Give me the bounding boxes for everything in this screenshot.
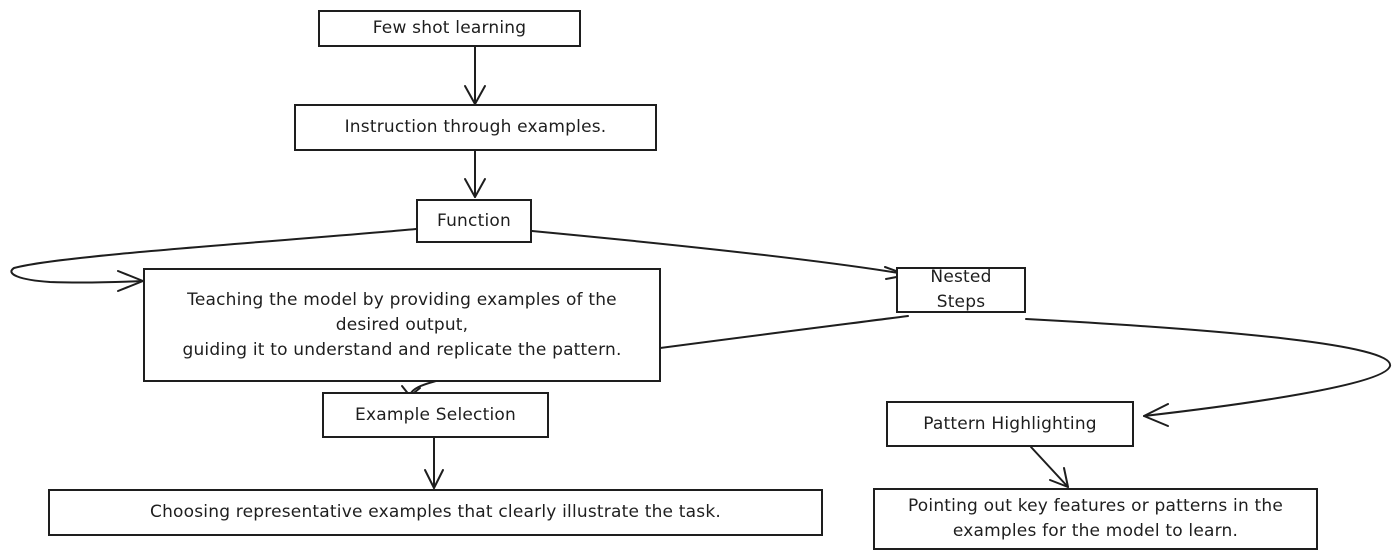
node-example-selection-label: Example Selection (355, 404, 516, 425)
node-nested-steps-label: Nested Steps (930, 267, 992, 312)
arrow-few-shot-to-instruction (464, 46, 486, 105)
node-choosing-examples-label: Choosing representative examples that cl… (150, 502, 721, 522)
node-teaching-label: Teaching the model by providing examples… (182, 289, 622, 360)
node-instruction-through-examples: Instruction through examples. (294, 104, 657, 151)
node-example-selection: Example Selection (322, 392, 549, 438)
node-pattern-highlighting-label: Pattern Highlighting (923, 413, 1097, 434)
node-pointing-out-label: Pointing out key features or patterns in… (907, 496, 1284, 541)
node-pointing-out: Pointing out key features or patterns in… (873, 488, 1318, 550)
arrow-example-selection-to-choosing (424, 437, 444, 489)
node-pattern-highlighting: Pattern Highlighting (886, 401, 1134, 447)
node-choosing-examples: Choosing representative examples that cl… (48, 489, 823, 536)
node-function: Function (416, 199, 532, 243)
node-teaching: Teaching the model by providing examples… (143, 268, 661, 382)
arrow-instruction-to-function (464, 150, 486, 198)
node-few-shot-learning-label: Few shot learning (372, 18, 527, 38)
node-instruction-through-examples-label: Instruction through examples. (344, 117, 607, 137)
node-function-label: Function (437, 210, 511, 231)
arrow-pattern-highlighting-to-pointing-out (1030, 446, 1069, 488)
node-few-shot-learning: Few shot learning (318, 10, 581, 47)
node-nested-steps: Nested Steps (896, 267, 1026, 313)
arrow-nested-steps-to-pattern-highlighting (1025, 318, 1392, 427)
